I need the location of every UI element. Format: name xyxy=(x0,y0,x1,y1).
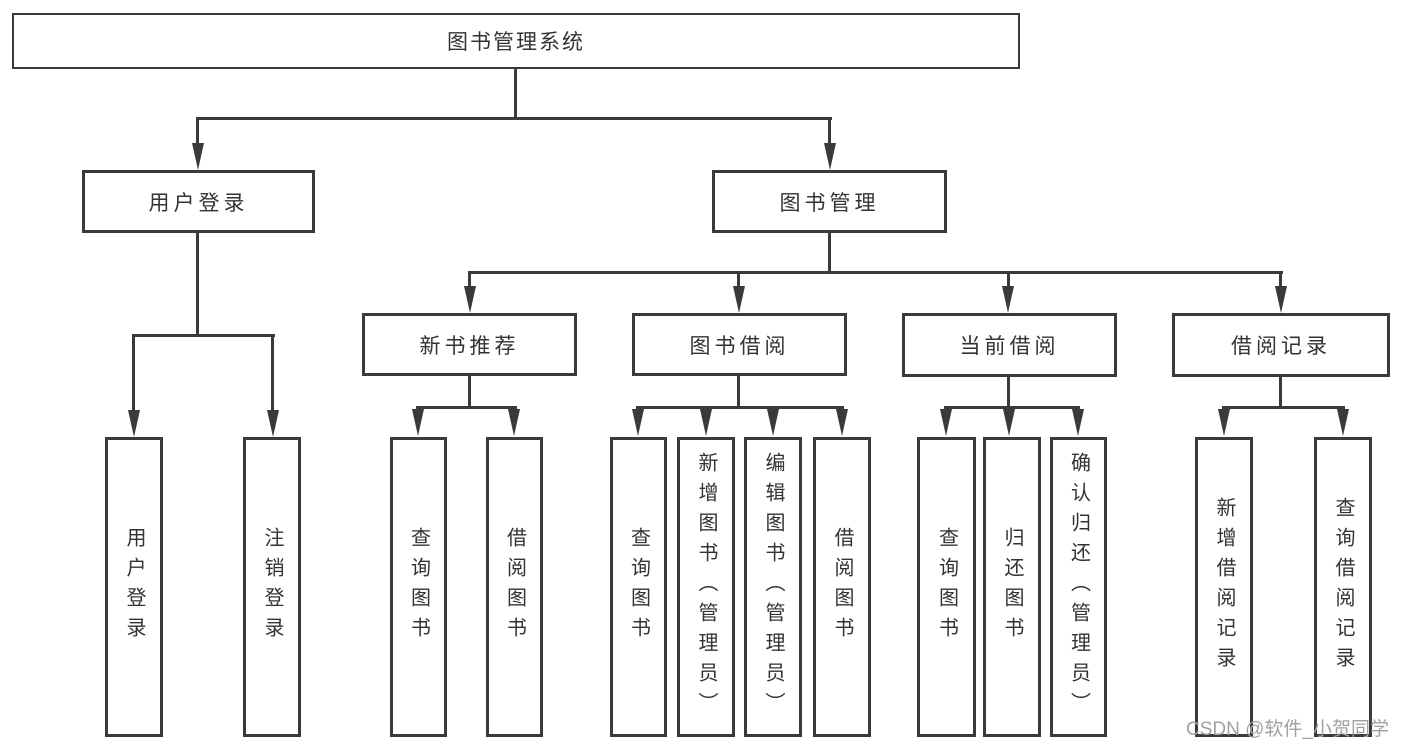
leaf-query-books-recommend: 查询图书 xyxy=(390,437,447,737)
arrow-down-icon xyxy=(464,286,476,313)
connector-line xyxy=(1222,406,1345,409)
connector-line xyxy=(514,69,517,118)
leaf-return-books-label: 归还图书 xyxy=(1001,527,1023,647)
arrow-down-icon xyxy=(836,409,848,436)
leaf-query-borrow-record: 查询借阅记录 xyxy=(1314,437,1372,737)
connector-line xyxy=(132,334,135,412)
node-user-login-label: 用户登录 xyxy=(148,191,249,215)
arrow-down-icon xyxy=(1003,409,1015,436)
node-book-management: 图书管理 xyxy=(712,170,947,233)
connector-line xyxy=(468,271,1283,274)
connector-line xyxy=(737,271,740,288)
arrow-down-icon xyxy=(700,409,712,436)
leaf-add-borrow-record: 新增借阅记录 xyxy=(1195,437,1253,737)
arrow-down-icon xyxy=(824,143,836,170)
leaf-edit-books-admin: 编辑图书（管理员） xyxy=(744,437,802,737)
arrow-down-icon xyxy=(1072,409,1084,436)
connector-line xyxy=(416,406,517,409)
arrow-down-icon xyxy=(1218,409,1230,436)
arrow-down-icon xyxy=(128,410,140,437)
leaf-add-books-admin: 新增图书（管理员） xyxy=(677,437,735,737)
connector-line xyxy=(468,376,471,409)
leaf-query-borrow-record-label: 查询借阅记录 xyxy=(1332,497,1354,677)
node-library-system-label: 图书管理系统 xyxy=(447,31,585,54)
connector-line xyxy=(1279,377,1282,409)
arrow-down-icon xyxy=(940,409,952,436)
connector-line xyxy=(828,233,831,274)
connector-line xyxy=(1279,271,1282,288)
leaf-query-books-recommend-label: 查询图书 xyxy=(407,527,430,647)
leaf-user-login-label: 用户登录 xyxy=(123,527,145,647)
connector-line xyxy=(828,117,831,145)
node-new-book-recommendation: 新书推荐 xyxy=(362,313,577,376)
leaf-query-books-current-label: 查询图书 xyxy=(935,527,958,647)
connector-line xyxy=(1007,377,1010,409)
leaf-add-borrow-record-label: 新增借阅记录 xyxy=(1213,497,1235,677)
connector-line xyxy=(944,406,1080,409)
leaf-query-books-borrowing-label: 查询图书 xyxy=(627,527,650,647)
leaf-confirm-return-admin-label: 确认归还（管理员） xyxy=(1067,452,1090,722)
leaf-borrow-books-label: 借阅图书 xyxy=(831,527,853,647)
arrow-down-icon xyxy=(192,143,204,170)
leaf-add-books-admin-label: 新增图书（管理员） xyxy=(695,452,717,722)
leaf-borrow-books: 借阅图书 xyxy=(813,437,871,737)
leaf-borrow-books-recommend-label: 借阅图书 xyxy=(503,527,526,647)
arrow-down-icon xyxy=(767,409,779,436)
csdn-watermark: CSDN @软件_小贺同学 xyxy=(1186,719,1389,740)
connector-line xyxy=(132,334,275,337)
leaf-confirm-return-admin: 确认归还（管理员） xyxy=(1050,437,1107,737)
arrow-down-icon xyxy=(1275,286,1287,313)
leaf-logout-label: 注销登录 xyxy=(261,527,283,647)
leaf-return-books: 归还图书 xyxy=(983,437,1041,737)
connector-line xyxy=(196,233,199,336)
leaf-edit-books-admin-label: 编辑图书（管理员） xyxy=(762,452,784,722)
node-current-borrowing: 当前借阅 xyxy=(902,313,1117,377)
connector-line xyxy=(468,271,471,288)
node-borrowing-records-label: 借阅记录 xyxy=(1231,335,1331,358)
arrow-down-icon xyxy=(508,409,520,436)
arrow-down-icon xyxy=(733,286,745,313)
node-book-management-label: 图书管理 xyxy=(779,191,880,215)
node-new-book-recommendation-label: 新书推荐 xyxy=(419,334,520,358)
arrow-down-icon xyxy=(412,409,424,436)
leaf-logout: 注销登录 xyxy=(243,437,301,737)
connector-line xyxy=(271,334,274,412)
node-current-borrowing-label: 当前借阅 xyxy=(959,335,1060,358)
connector-line xyxy=(1007,271,1010,288)
leaf-query-books-borrowing: 查询图书 xyxy=(610,437,667,737)
leaf-query-books-current: 查询图书 xyxy=(917,437,976,737)
leaf-borrow-books-recommend: 借阅图书 xyxy=(486,437,543,737)
connector-line xyxy=(737,376,740,409)
connector-line xyxy=(197,117,832,120)
node-borrowing-records: 借阅记录 xyxy=(1172,313,1390,377)
connector-line xyxy=(196,117,199,145)
node-book-borrowing-label: 图书借阅 xyxy=(689,334,790,358)
leaf-user-login: 用户登录 xyxy=(105,437,163,737)
node-library-system: 图书管理系统 xyxy=(12,13,1020,69)
node-user-login: 用户登录 xyxy=(82,170,315,233)
connector-line xyxy=(636,406,844,409)
arrow-down-icon xyxy=(632,409,644,436)
arrow-down-icon xyxy=(1337,409,1349,436)
arrow-down-icon xyxy=(1002,286,1014,313)
arrow-down-icon xyxy=(267,410,279,437)
node-book-borrowing: 图书借阅 xyxy=(632,313,847,376)
